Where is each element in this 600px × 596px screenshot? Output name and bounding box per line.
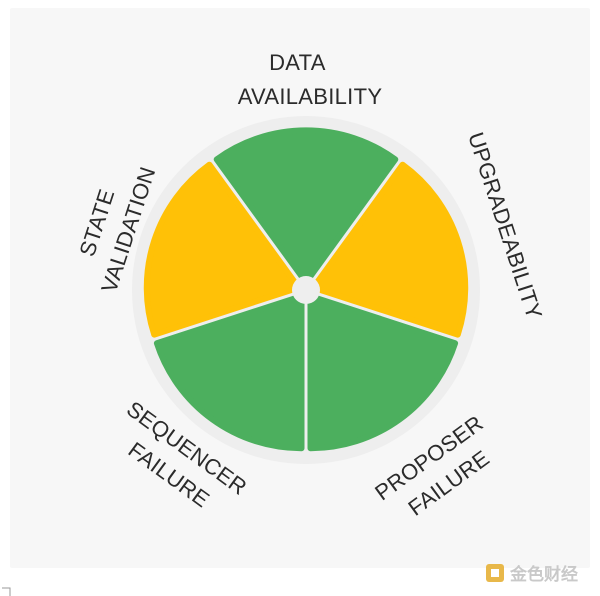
slice-data-availability <box>213 127 399 286</box>
corner-mark <box>2 587 11 596</box>
slice-proposer-failure <box>307 293 459 452</box>
slice-upgradeability <box>310 161 469 338</box>
watermark-text: 金色财经 <box>509 564 578 585</box>
slice-state-validation <box>143 161 302 338</box>
watermark: 金色财经 <box>486 564 578 585</box>
logo-notch <box>491 569 499 577</box>
wheel-slices <box>143 127 469 452</box>
label-data-availability: DATA AVAILABILITY <box>238 50 383 109</box>
center-hub <box>292 276 320 304</box>
slice-sequencer-failure <box>153 293 305 452</box>
